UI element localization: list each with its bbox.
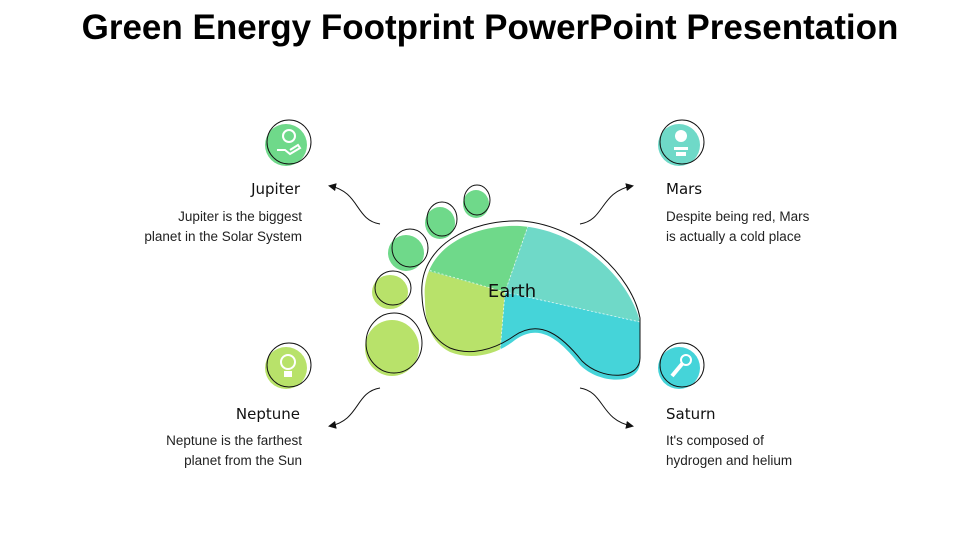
neptune-title: Neptune [235,405,300,423]
mars-desc: Despite being red, Mars is actually a col… [666,207,809,247]
toe-3 [388,235,424,271]
toe-1 [463,190,489,218]
neptune-desc-line2: planet from the Sun [184,453,302,468]
saturn-desc-line1: It's composed of [666,433,764,448]
arrow-neptune [328,387,381,429]
key-gear-icon [658,342,705,389]
arrow-mars [579,183,634,225]
saturn-desc: It's composed of hydrogen and helium [666,431,792,471]
toe-5 [365,320,419,376]
jupiter-desc: Jupiter is the biggest planet in the Sola… [144,207,302,247]
center-label: Earth [488,281,536,302]
mars-title: Mars [666,180,703,198]
globe-hand-icon [265,119,312,166]
lightbulb-dollar-icon [265,342,312,389]
wedge-saturn [498,292,640,380]
saturn-desc-line2: hydrogen and helium [666,453,793,468]
neptune-desc: Neptune is the farthest planet from the S… [166,431,302,471]
mars-desc-line1: Despite being red, Mars [666,209,810,224]
jupiter-desc-line1: Jupiter is the biggest [178,209,302,224]
arrow-jupiter [328,183,381,225]
money-plant-icon [658,119,705,166]
neptune-desc-line1: Neptune is the farthest [166,433,302,448]
toes [365,184,491,376]
page-title: Green Energy Footprint PowerPoint Presen… [81,8,899,47]
jupiter-title: Jupiter [251,180,300,198]
toe-2 [425,207,455,239]
saturn-title: Saturn [666,405,716,423]
mars-desc-line2: is actually a cold place [666,229,802,244]
arrow-saturn [579,387,634,429]
jupiter-desc-line2: planet in the Solar System [144,229,302,244]
